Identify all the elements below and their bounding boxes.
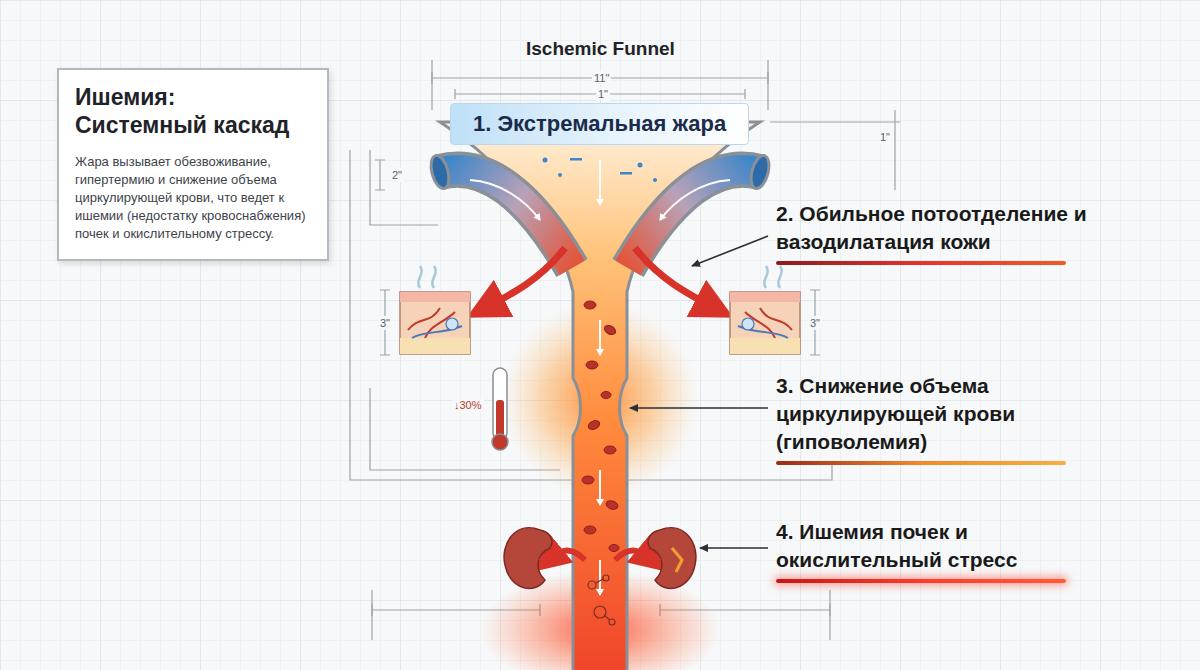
step-band: 1. Экстремальная жара (450, 103, 749, 145)
percent-label: ↓30% (452, 398, 484, 412)
diagram-title: Ischemic Funnel (526, 38, 675, 60)
panel-body-text: Жара вызывает обезвоживание, гипертермию… (75, 153, 311, 243)
callout-label: 3. Снижение объема циркулирующей крови (… (776, 372, 1076, 456)
underline-bar (776, 461, 1066, 465)
thermometer-icon (492, 368, 508, 450)
skin-icon (730, 266, 800, 354)
underline-bar (776, 261, 1066, 265)
info-panel: Ишемия: Системный каскадЖара вызывает об… (57, 68, 329, 261)
callout-label: 4. Ишемия почек и окислительный стресс (776, 518, 1076, 574)
underline-bar (776, 579, 1066, 583)
dimension-label: 1" (596, 87, 610, 101)
dimension-label: 3" (378, 316, 392, 330)
dimension-label: 3" (808, 316, 822, 330)
dimension-label: 1" (878, 130, 892, 144)
callout-label: 2. Обильное потоотделение и вазодилатаци… (776, 200, 1176, 256)
step-title: 1. Экстремальная жара (473, 111, 726, 137)
dimension-label: 11" (592, 71, 611, 85)
dimension-label: 2" (390, 168, 404, 182)
skin-icon (400, 266, 470, 354)
panel-heading: Ишемия: Системный каскад (75, 84, 311, 139)
